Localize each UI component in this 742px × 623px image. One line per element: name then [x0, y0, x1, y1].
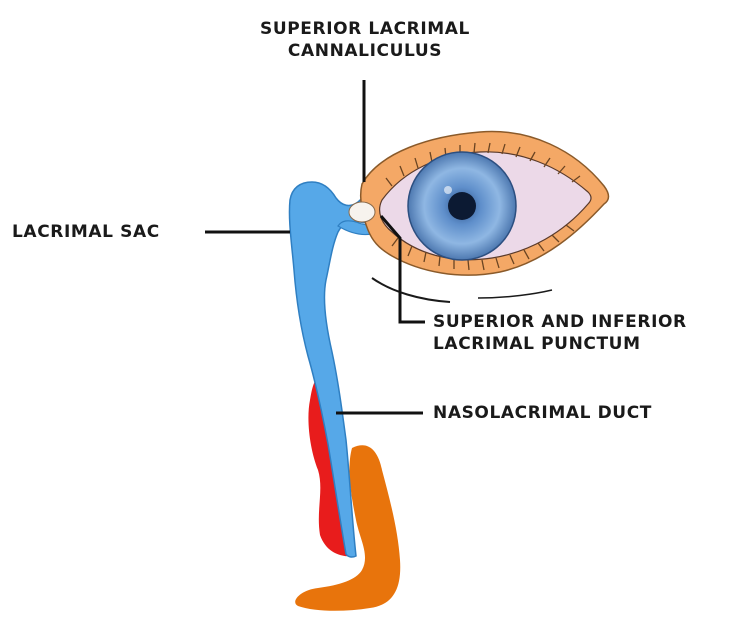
pupil [448, 192, 476, 220]
under-eye-crease [372, 278, 450, 302]
label-nasolacrimal-duct: NASOLACRIMAL DUCT [433, 402, 652, 424]
under-eye-crease-lower [478, 290, 552, 298]
label-punctum-line1: SUPERIOR AND INFERIOR [433, 311, 687, 333]
label-lacrimal-sac-text: LACRIMAL SAC [12, 221, 160, 243]
label-superior-lacrimal-canaliculus: SUPERIOR LACRIMAL CANNALICULUS [250, 18, 480, 62]
label-punctum-line2: LACRIMAL PUNCTUM [433, 333, 687, 355]
label-lacrimal-sac: LACRIMAL SAC [12, 221, 160, 243]
label-superior-canaliculus-line1: SUPERIOR LACRIMAL [250, 18, 480, 40]
label-superior-canaliculus-line2: CANNALICULUS [250, 40, 480, 62]
label-nasolacrimal-duct-text: NASOLACRIMAL DUCT [433, 402, 652, 424]
lacrimal-caruncle [349, 202, 375, 222]
label-punctum: SUPERIOR AND INFERIOR LACRIMAL PUNCTUM [433, 311, 687, 355]
iris-highlight [444, 186, 452, 194]
